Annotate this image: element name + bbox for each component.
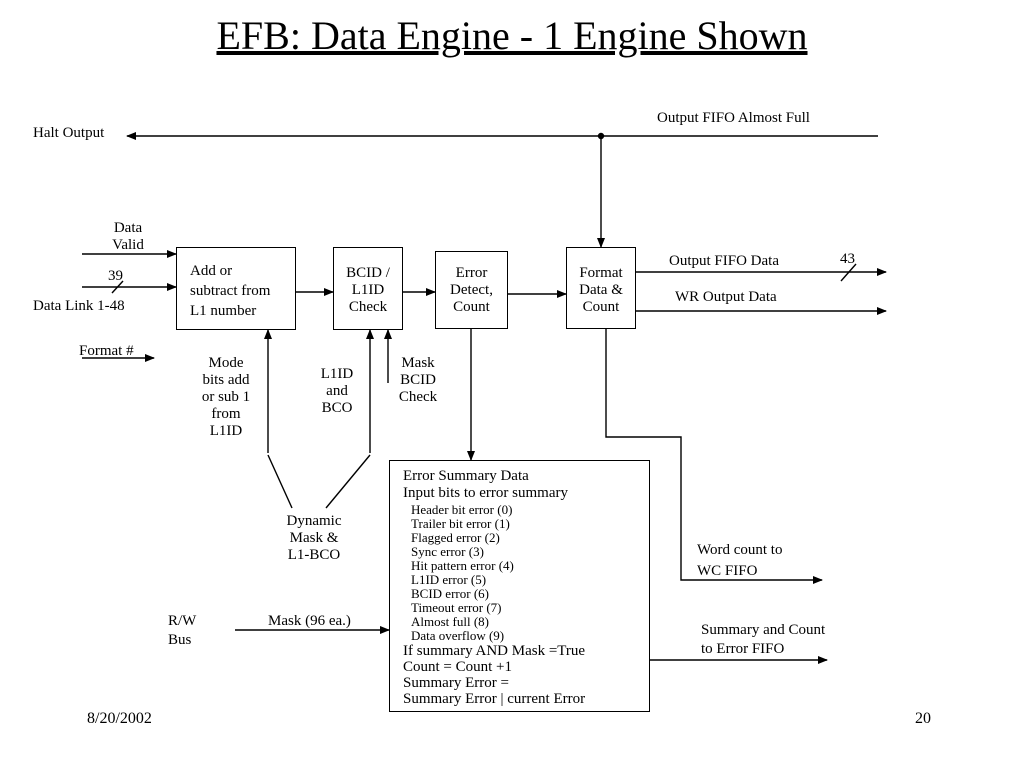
error-summary-box: Error Summary Data Input bits to error s… <box>389 460 650 712</box>
mode-bits-label: Mode bits add or sub 1 from L1ID <box>201 355 251 439</box>
error-summary-title: Error Summary Data <box>403 468 529 484</box>
error-summary-subtitle: Input bits to error summary <box>403 485 568 501</box>
summary-error-or-line: Summary Error | current Error <box>403 691 586 707</box>
dynamic-mask-connector-right <box>325 454 371 509</box>
wr-output-data-label: WR Output Data <box>675 289 777 305</box>
error-bit-item: Trailer bit error (1) <box>411 516 510 531</box>
error-bits-list: Header bit error (0) Trailer bit error (… <box>411 503 514 643</box>
bus-width-in-label: 39 <box>108 268 123 284</box>
error-bit-item: L1ID error (5) <box>411 572 487 587</box>
error-detect-block: Error Detect, Count <box>435 251 508 329</box>
dynamic-mask-connector-left <box>267 454 293 509</box>
page-number: 20 <box>915 710 931 727</box>
error-bit-item: Header bit error (0) <box>411 502 513 517</box>
mask-bcid-check-label: Mask BCID Check <box>398 355 438 405</box>
add-subtract-block: Add or subtract from L1 number <box>176 247 296 330</box>
error-bit-item: BCID error (6) <box>411 586 489 601</box>
bus-slash-in <box>111 280 124 294</box>
rw-bus-label: R/W Bus <box>168 613 197 648</box>
footer-date: 8/20/2002 <box>87 710 152 727</box>
summary-error-line: Summary Error = <box>403 675 509 691</box>
summary-count-line: Count = Count +1 <box>403 659 513 675</box>
add-subtract-text: Add or <box>190 263 233 279</box>
word-count-path <box>605 329 823 584</box>
output-fifo-data-label: Output FIFO Data <box>669 253 779 269</box>
l1id-bco-label: L1ID and BCO <box>320 366 354 416</box>
error-bit-item: Hit pattern error (4) <box>411 558 514 573</box>
summary-count-label: Summary and Count to Error FIFO <box>701 622 826 657</box>
bcid-l1id-check-block: BCID / L1ID Check <box>333 247 403 330</box>
summary-condition-line: If summary AND Mask =True <box>403 643 586 659</box>
data-valid-label: Data Valid <box>112 220 144 253</box>
data-link-label: Data Link 1-48 <box>33 298 125 314</box>
halt-output-label: Halt Output <box>33 125 105 141</box>
error-bit-item: Almost full (8) <box>411 614 489 629</box>
mask-96-label: Mask (96 ea.) <box>268 613 351 629</box>
word-count-label: Word count to WC FIFO <box>697 542 783 579</box>
error-bit-item: Sync error (3) <box>411 544 484 559</box>
format-data-block: Format Data & Count <box>566 247 636 329</box>
output-fifo-almost-full-label: Output FIFO Almost Full <box>657 110 810 126</box>
error-bit-item: Data overflow (9) <box>411 628 505 643</box>
dynamic-mask-label: Dynamic Mask & L1-BCO <box>286 513 342 563</box>
bus-width-out-label: 43 <box>840 251 855 267</box>
format-number-label: Format # <box>79 343 134 359</box>
error-bit-item: Flagged error (2) <box>411 530 500 545</box>
error-bit-item: Timeout error (7) <box>411 600 502 615</box>
page-title: EFB: Data Engine - 1 Engine Shown <box>216 13 808 58</box>
bus-slash-out <box>840 263 857 282</box>
